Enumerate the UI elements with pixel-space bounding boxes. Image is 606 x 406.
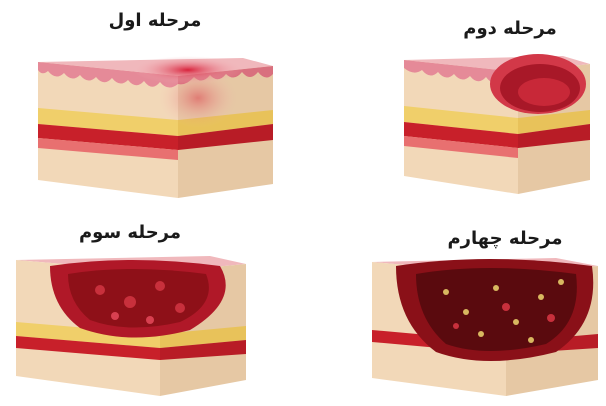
stage-1-label: مرحله اول (85, 10, 225, 31)
stage-1-skin-block (28, 48, 288, 198)
stage-4-label: مرحله چهارم (420, 228, 590, 249)
stage-4-skin-block (366, 252, 602, 398)
stage-3-label: مرحله سوم (60, 222, 200, 243)
stage-2-skin-block (398, 48, 598, 198)
stage-2-label: مرحله دوم (440, 18, 580, 39)
stage-3-skin-block (10, 250, 250, 398)
